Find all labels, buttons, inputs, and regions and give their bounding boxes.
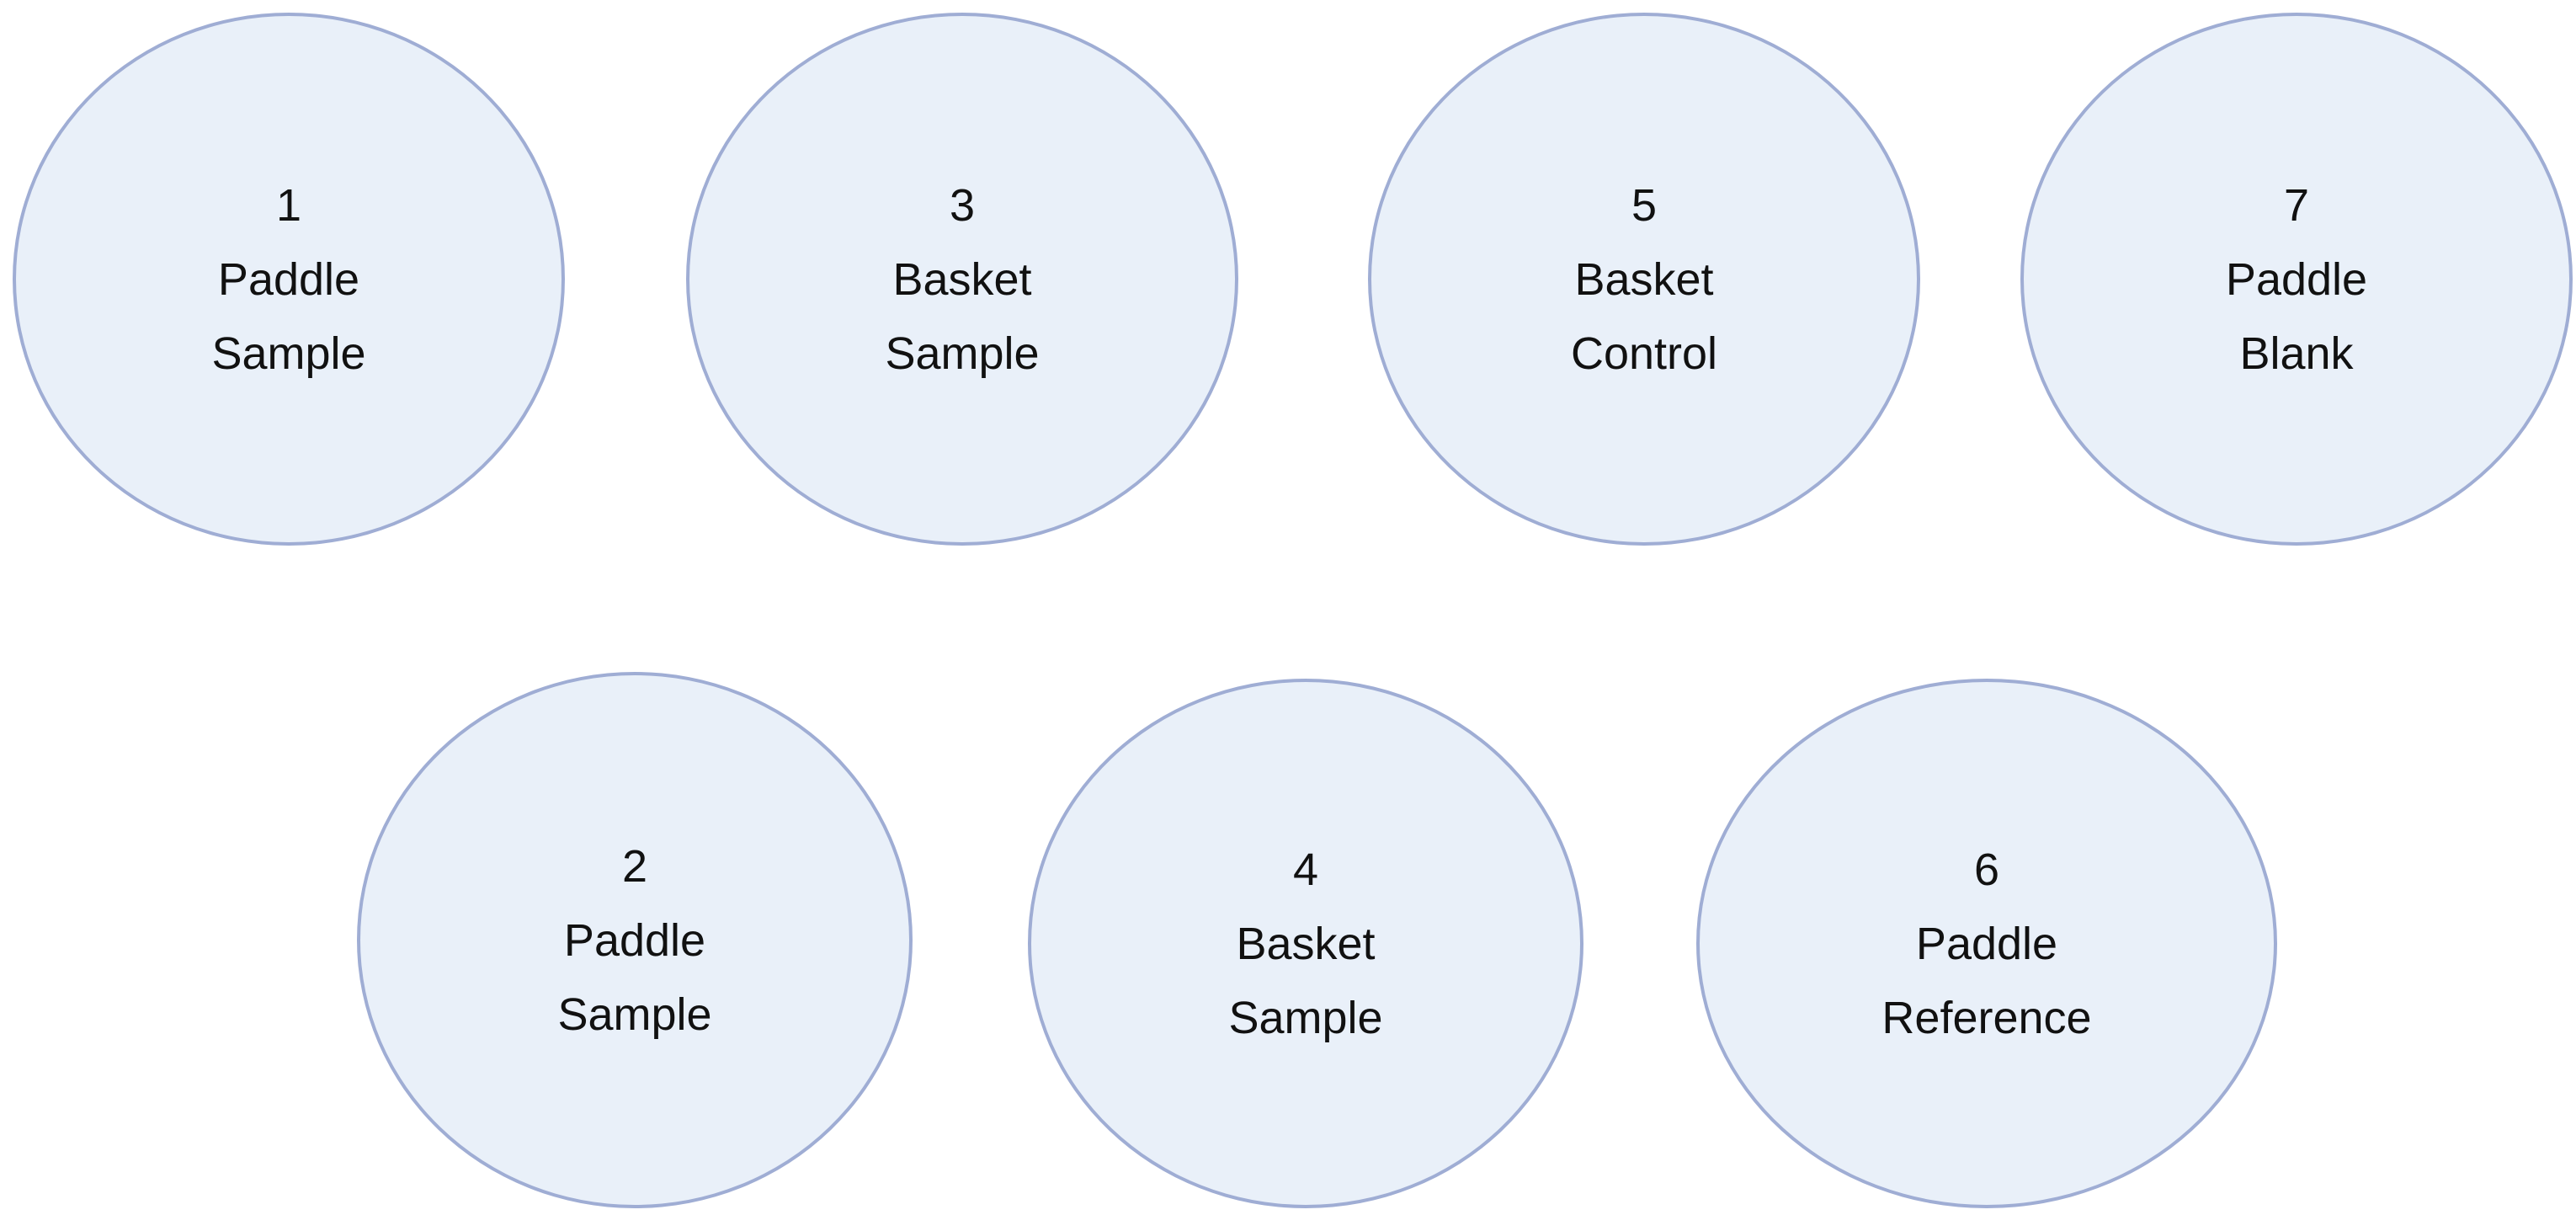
vessel-number: 3: [949, 179, 976, 231]
vessel-role: Control: [1570, 328, 1718, 379]
vessel-number: 6: [1973, 844, 2000, 895]
vessel-number: 1: [275, 179, 302, 231]
vessel-7-circle: 7 Paddle Blank: [2020, 13, 2573, 546]
vessel-5-circle: 5 Basket Control: [1368, 13, 1920, 546]
vessel-6-circle: 6 Paddle Reference: [1696, 679, 2277, 1208]
vessel-apparatus: Paddle: [1915, 918, 2058, 969]
vessel-number: 7: [2283, 179, 2310, 231]
vessel-role: Sample: [557, 989, 712, 1040]
vessel-role: Sample: [885, 328, 1040, 379]
vessel-apparatus: Paddle: [217, 253, 360, 305]
vessel-apparatus: Basket: [1574, 253, 1714, 305]
vessel-apparatus: Basket: [1236, 918, 1376, 969]
vessel-3-circle: 3 Basket Sample: [686, 13, 1238, 546]
vessel-number: 5: [1631, 179, 1658, 231]
vessel-2-circle: 2 Paddle Sample: [357, 672, 913, 1208]
vessel-4-circle: 4 Basket Sample: [1028, 679, 1583, 1208]
vessel-number: 2: [621, 840, 648, 892]
vessel-1-circle: 1 Paddle Sample: [13, 13, 565, 546]
vessel-role: Reference: [1881, 992, 2092, 1043]
vessel-role: Sample: [1228, 992, 1383, 1043]
vessel-role: Blank: [2239, 328, 2354, 379]
vessel-apparatus: Paddle: [563, 914, 706, 966]
vessel-role: Sample: [211, 328, 366, 379]
vessel-apparatus: Basket: [892, 253, 1032, 305]
vessel-apparatus: Paddle: [2225, 253, 2368, 305]
vessel-number: 4: [1292, 844, 1319, 895]
